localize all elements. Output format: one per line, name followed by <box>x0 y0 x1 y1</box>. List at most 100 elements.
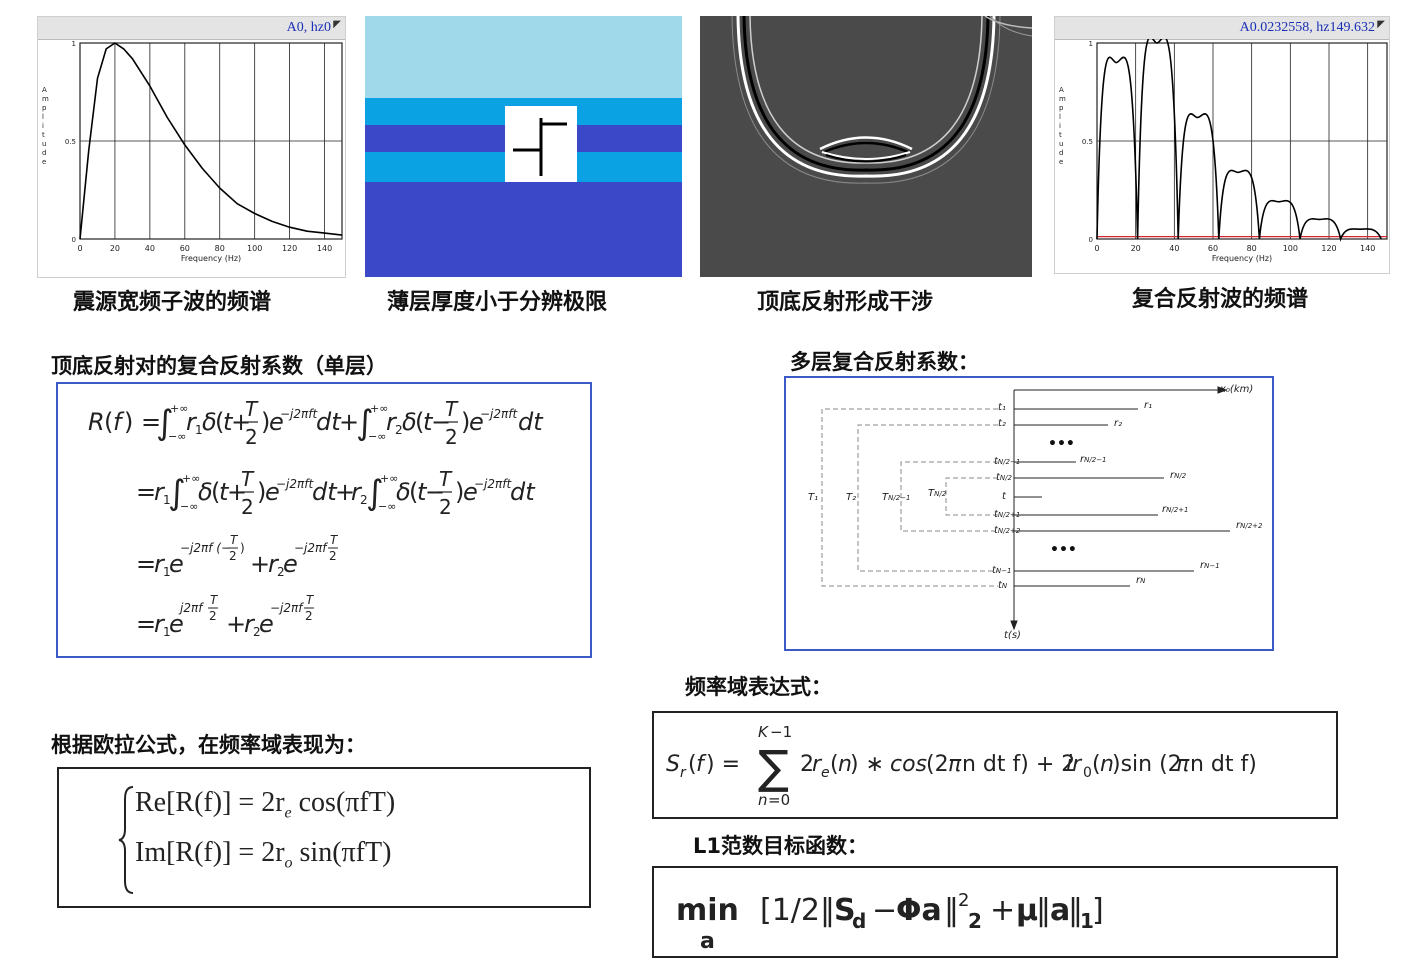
heading-l1: L1范数目标函数： <box>693 834 868 858</box>
svg-text:−∞: −∞ <box>368 430 386 443</box>
svg-text:) ∗: ) ∗ <box>850 752 884 777</box>
real-part-sub: e <box>284 804 292 822</box>
svg-text:2: 2 <box>445 425 458 449</box>
multi-layer-reflection-diagram: x₀(km) t(s) t₁ t₂ tN/2−1 tN/2 t tN/2+1 t… <box>808 384 1263 641</box>
x-tick-label: 60 <box>1208 244 1218 253</box>
svg-text:S: S <box>834 893 856 928</box>
x-axis-label: Frequency (Hz) <box>181 254 241 263</box>
svg-text:j2πf: j2πf <box>178 601 204 615</box>
svg-text:t: t <box>423 408 434 436</box>
heading-freq-domain: 频率域表达式： <box>685 675 832 699</box>
svg-text:0: 0 <box>1083 765 1092 781</box>
real-part-text: Re[R(f)] = 2r <box>135 787 285 818</box>
svg-text:a: a <box>1050 893 1070 928</box>
svg-text:rN/2+1: rN/2+1 <box>1162 504 1189 515</box>
svg-text:f: f <box>696 752 707 777</box>
svg-text:) =: ) = <box>706 752 740 777</box>
svg-text:e: e <box>169 550 184 578</box>
svg-text:(: ( <box>1092 752 1101 777</box>
svg-text:−∞: −∞ <box>180 500 198 513</box>
euler-imag-part: Im[R(f)] = 2ro sin(πfT) <box>135 837 391 873</box>
svg-text:1: 1 <box>163 625 171 639</box>
x-tick-label: 60 <box>180 244 190 253</box>
series-line <box>1096 39 1382 242</box>
svg-text:) =: ) = <box>124 408 161 436</box>
svg-text:t₂: t₂ <box>998 418 1006 429</box>
svg-text:e: e <box>169 610 184 638</box>
svg-text:(: ( <box>415 408 424 436</box>
svg-text:n: n <box>838 752 852 777</box>
svg-text:rN/2+2: rN/2+2 <box>1236 520 1263 531</box>
x-tick-label: 140 <box>317 244 332 253</box>
svg-text:2: 2 <box>253 625 261 639</box>
svg-text:2: 2 <box>800 752 814 777</box>
svg-text:r₁: r₁ <box>1144 400 1152 411</box>
svg-text:e: e <box>259 610 274 638</box>
svg-text:T₁: T₁ <box>808 492 818 503</box>
cursor-readout: A0, hz0 <box>286 20 331 35</box>
svg-text:−j2πf (−: −j2πf (− <box>180 541 231 555</box>
svg-text:tN/2−1: tN/2−1 <box>994 456 1020 467</box>
svg-text:(: ( <box>830 752 839 777</box>
svg-text:‖: ‖ <box>1068 893 1083 928</box>
caption-thin-layer: 薄层厚度小于分辨极限 <box>387 290 608 315</box>
y-tick-label: 1 <box>72 40 76 48</box>
svg-text:rN/2−1: rN/2−1 <box>1080 454 1107 465</box>
y-tick-label: 0.5 <box>1082 138 1093 146</box>
svg-text:2: 2 <box>245 425 258 449</box>
interference-wavefronts <box>731 16 1032 184</box>
svg-text:−: − <box>872 893 897 928</box>
svg-text:(: ( <box>215 408 224 436</box>
svg-text:rN: rN <box>1136 575 1146 586</box>
layer-bottom <box>365 182 682 277</box>
caption-interference: 顶底反射形成干涉 <box>757 290 934 315</box>
y-tick-label: 0 <box>72 236 76 244</box>
svg-text:−1: −1 <box>770 723 792 741</box>
svg-text:rN−1: rN−1 <box>1200 560 1220 571</box>
svg-text:2: 2 <box>360 493 368 507</box>
caption-wavelet-spectrum: 震源宽频子波的频谱 <box>73 290 272 315</box>
svg-text:n dt f): n dt f) <box>1190 752 1257 777</box>
svg-text:min: min <box>676 893 739 928</box>
svg-text:n: n <box>758 791 768 809</box>
svg-text:2: 2 <box>329 549 337 563</box>
svg-text:n dt f) + 2: n dt f) + 2 <box>962 752 1075 777</box>
svg-text:π: π <box>1176 752 1190 777</box>
menu-arrow-icon[interactable]: ◤ <box>1377 19 1385 30</box>
svg-text:R: R <box>88 408 105 436</box>
svg-text:=: = <box>136 550 156 578</box>
chart-title-bar: A0.0232558, hz149.632 ◤ <box>1055 17 1389 40</box>
x-tick-label: 40 <box>1169 244 1179 253</box>
svg-text:−: − <box>431 408 451 436</box>
svg-text:e: e <box>821 765 830 781</box>
multi-layer-diagram-box: x₀(km) t(s) t₁ t₂ tN/2−1 tN/2 t tN/2+1 t… <box>784 376 1274 651</box>
svg-text:e: e <box>469 408 484 436</box>
svg-text:+: + <box>339 408 359 436</box>
svg-text:tN/2+1: tN/2+1 <box>994 509 1020 520</box>
freq-domain-formula-box: S r ( f ) = K −1 ∑ n =0 2 r e ( n ) ∗ co… <box>652 711 1338 819</box>
x-tick-label: 140 <box>1360 244 1375 253</box>
heading-multi-layer: 多层复合反射系数： <box>790 350 979 374</box>
menu-arrow-icon[interactable]: ◤ <box>333 19 341 30</box>
svg-text:t: t <box>417 478 428 506</box>
svg-text:−j2πf: −j2πf <box>294 541 328 555</box>
euler-formula-box: Re[R(f)] = 2re cos(πfT) Im[R(f)] = 2ro s… <box>57 767 591 908</box>
x-tick-label: 20 <box>110 244 120 253</box>
svg-text:T: T <box>306 593 315 607</box>
svg-text:−j2πf: −j2πf <box>270 601 304 615</box>
svg-text:π: π <box>948 752 962 777</box>
svg-text:r: r <box>268 550 280 578</box>
x-tick-label: 120 <box>282 244 297 253</box>
reflection-pair-icon <box>505 106 577 182</box>
svg-text:d: d <box>852 909 866 933</box>
svg-text:2: 2 <box>958 890 969 911</box>
svg-text:e: e <box>269 408 284 436</box>
svg-text:+: + <box>231 408 251 436</box>
svg-text:a: a <box>700 929 715 954</box>
svg-text:∫: ∫ <box>356 403 374 443</box>
svg-text:n: n <box>1100 752 1114 777</box>
svg-text:t₁: t₁ <box>998 402 1006 413</box>
